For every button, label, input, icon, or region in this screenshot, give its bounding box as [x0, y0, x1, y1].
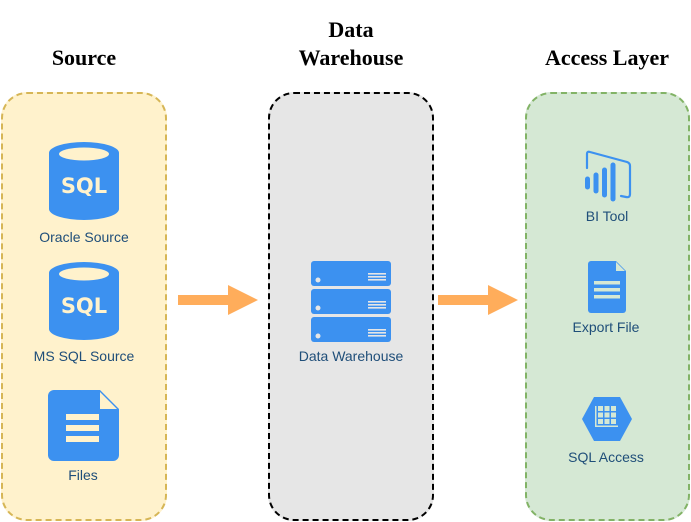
warehouse-heading-line2: Warehouse [298, 45, 404, 70]
data-warehouse-label: Data Warehouse [298, 348, 404, 364]
sql-glyph: SQL [61, 294, 107, 318]
sql-hexagon-icon[interactable] [582, 397, 632, 441]
warehouse-heading: Data Warehouse [268, 16, 434, 72]
warehouse-heading-line1: Data [328, 17, 374, 42]
sql-database-icon[interactable]: SQL [48, 141, 120, 221]
files-label: Files [68, 467, 98, 483]
sql-glyph: SQL [61, 174, 107, 198]
bi-tool-label: BI Tool [585, 208, 629, 224]
source-heading: Source [51, 45, 117, 70]
ms-sql-source-label: MS SQL Source [33, 348, 135, 364]
flow-arrow-warehouse-to-access [438, 285, 518, 315]
export-file-label: Export File [572, 319, 640, 335]
document-icon[interactable] [48, 390, 120, 462]
access-heading: Access Layer [544, 45, 669, 70]
flow-arrow-source-to-warehouse [178, 285, 258, 315]
document-icon[interactable] [588, 261, 626, 313]
oracle-source-label: Oracle Source [39, 229, 129, 245]
server-stack-icon[interactable] [311, 261, 391, 342]
sql-access-label: SQL Access [568, 449, 644, 465]
power-bi-icon[interactable] [583, 150, 633, 202]
sql-database-icon[interactable]: SQL [48, 261, 120, 341]
